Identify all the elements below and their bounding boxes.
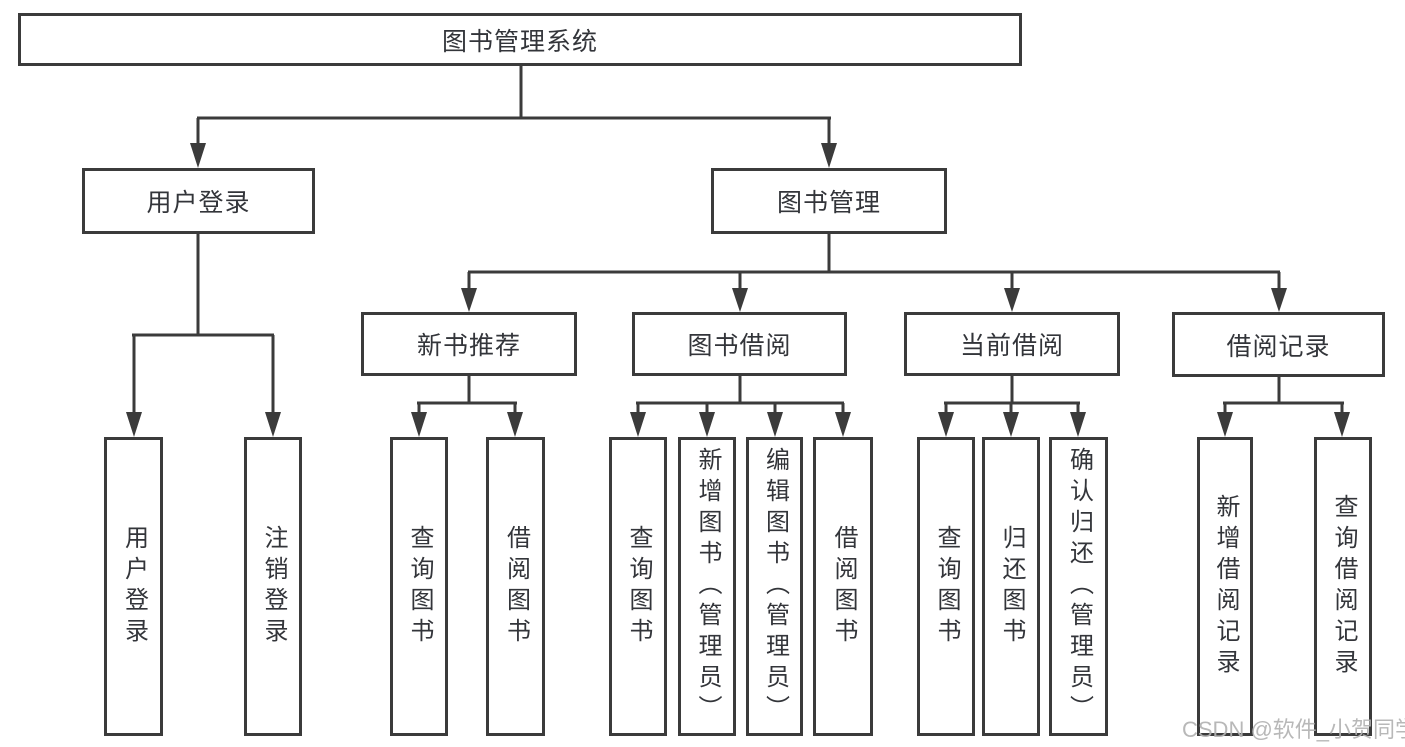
leaf-logout: 注销登录 [244,437,302,736]
leaf-add-borrow-record: 新增借阅记录 [1197,437,1253,736]
leaf-label: 编辑图书（管理员） [761,447,789,726]
node-user-login: 用户登录 [82,168,315,234]
leaf-add-book-admin: 新增图书（管理员） [678,437,736,736]
leaf-query-book-newrec: 查询图书 [390,437,448,736]
connector-root-to-level2 [190,66,837,168]
leaf-label: 确认归还（管理员） [1065,447,1093,726]
leaf-label: 用户登录 [120,524,148,649]
leaf-edit-book-admin: 编辑图书（管理员） [746,437,803,736]
leaf-label: 查询图书 [933,524,960,649]
arrowhead [1217,412,1350,437]
leaf-query-borrow-record: 查询借阅记录 [1314,437,1372,736]
leaf-query-book-current: 查询图书 [917,437,975,736]
connector-bookborrow-to-leaves [630,376,851,437]
arrowhead [411,412,523,437]
node-root: 图书管理系统 [18,13,1022,66]
node-borrow-record: 借阅记录 [1172,312,1385,377]
leaf-borrow-book-borrow: 借阅图书 [813,437,873,736]
arrowhead [938,412,1086,437]
leaf-label: 注销登录 [260,524,287,649]
connector-userlogin-to-leaves [126,234,281,437]
leaf-label: 查询图书 [625,524,652,649]
arrowhead [126,412,281,437]
connector-bookmgmt-to-level3 [461,234,1287,312]
node-book-borrow: 图书借阅 [632,312,847,376]
leaf-label: 查询借阅记录 [1330,493,1357,680]
leaf-label: 查询图书 [406,524,433,649]
connector-currentborrow-to-leaves [938,376,1086,437]
node-book-management: 图书管理 [711,168,947,234]
leaf-query-book-borrow: 查询图书 [609,437,667,736]
leaf-label: 归还图书 [998,524,1025,649]
node-current-borrow: 当前借阅 [904,312,1120,376]
leaf-label: 借阅图书 [502,524,530,649]
leaf-return-book: 归还图书 [982,437,1040,736]
leaf-label: 新增借阅记录 [1212,493,1239,680]
leaf-borrow-book-newrec: 借阅图书 [486,437,545,736]
leaf-label: 新增图书（管理员） [694,447,721,726]
leaf-label: 借阅图书 [830,524,857,649]
connector-newbookrec-to-leaves [411,376,523,437]
leaf-confirm-return-admin: 确认归还（管理员） [1049,437,1108,736]
arrowhead [190,143,837,168]
csdn-watermark: CSDN @软件_小贺同学 [1182,717,1405,742]
arrowhead [630,412,851,437]
node-new-book-recommend: 新书推荐 [361,312,577,376]
arrowhead [461,288,1287,312]
leaf-user-login: 用户登录 [104,437,163,736]
connector-borrowrecord-to-leaves [1217,376,1350,437]
